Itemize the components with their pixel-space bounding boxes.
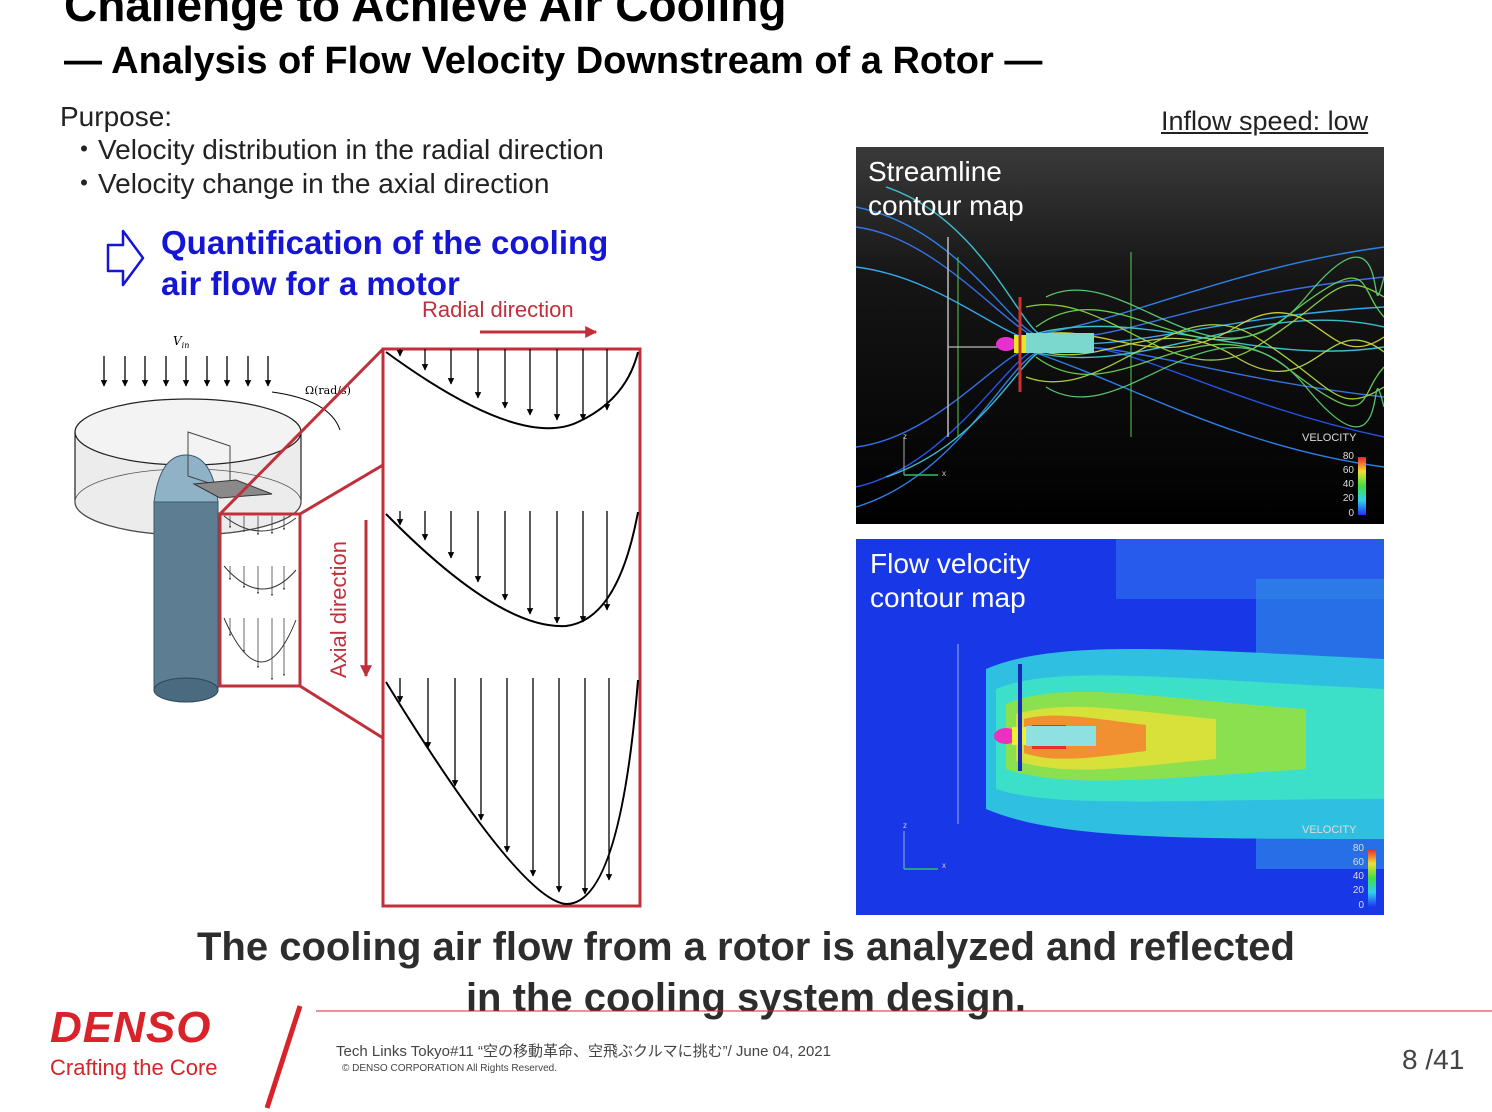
label-line-2: contour map <box>868 190 1024 222</box>
legend-tick: 60 <box>1352 857 1364 868</box>
bullet-marker: ・ <box>70 134 99 165</box>
rotation-arrow <box>271 391 341 431</box>
inflow-arrows <box>100 356 272 387</box>
label-line-1: Flow velocity <box>870 548 1031 579</box>
zoom-connector-lines <box>218 347 385 740</box>
legend-tick: 40 <box>1342 479 1354 490</box>
streamline-image <box>856 186 1384 508</box>
velocity-legend-title: VELOCITY <box>1302 824 1357 836</box>
purpose-bullet-radial: ・Velocity distribution in the radial dir… <box>70 133 604 167</box>
axis-z-label: z <box>903 821 907 830</box>
flow-velocity-contour-panel: Flow velocity contour map z x VELOCITY 8… <box>856 539 1384 915</box>
label-line-1: Streamline <box>868 156 1002 187</box>
flow-velocity-image <box>856 539 1384 915</box>
bullet-text: Velocity distribution in the radial dire… <box>98 134 604 165</box>
velocity-legend-title: VELOCITY <box>1302 432 1357 444</box>
purpose-label: Purpose: <box>60 101 173 132</box>
legend-tick: 60 <box>1342 465 1354 476</box>
legend-tick: 0 <box>1358 900 1364 911</box>
radial-direction-label: Radial direction <box>422 297 574 322</box>
slide-title: Challenge to Achieve Air Cooling <box>64 0 787 31</box>
axis-z-label: z <box>903 432 907 441</box>
right-arrow-icon <box>106 229 145 287</box>
streamline-contour-panel: Streamline contour map z x VELOCITY 80 6… <box>856 147 1384 524</box>
bullet-text: Velocity change in the axial direction <box>98 168 550 199</box>
legend-tick: 80 <box>1352 843 1364 854</box>
vin-label: Vin <box>173 334 189 350</box>
footer-decoration <box>264 1005 1492 1109</box>
legend-tick: 0 <box>1348 508 1354 519</box>
label-line-2: contour map <box>870 582 1026 614</box>
inflow-speed-note: Inflow speed: low <box>1161 106 1369 136</box>
profile-sample-box <box>218 512 302 688</box>
legend-tick: 20 <box>1342 493 1354 504</box>
rotor-diagram: Vin Ω(rad/s) <box>74 297 642 908</box>
velocity-colorbar <box>1368 849 1376 907</box>
result-text: Quantification of the cooling air flow f… <box>161 222 608 305</box>
conclusion-line-2: in the cooling system design. <box>465 975 1027 1020</box>
velocity-colorbar <box>1358 457 1366 515</box>
axis-x-label: x <box>942 861 946 870</box>
bullet-marker: ・ <box>70 168 99 199</box>
streamline-panel-label: Streamline contour map <box>868 155 1024 223</box>
velocity-profile-curves <box>385 351 639 906</box>
axial-direction-label: Axial direction <box>326 541 351 678</box>
flow-velocity-panel-label: Flow velocity contour map <box>870 547 1030 615</box>
result-line-1: Quantification of the cooling <box>161 224 609 261</box>
velocity-profile-arrows <box>396 349 613 895</box>
event-info: Tech Links Tokyo#11 “空の移動革命、空飛ぶクルマに挑む”/ … <box>336 1043 831 1060</box>
purpose-bullet-axial: ・Velocity change in the axial direction <box>70 167 549 201</box>
denso-logo: DENSO <box>50 1003 212 1052</box>
motor-body <box>153 431 273 703</box>
page-number: 8 /41 <box>1402 1044 1465 1075</box>
legend-tick: 20 <box>1352 885 1364 896</box>
conclusion-line-1: The cooling air flow from a rotor is ana… <box>197 925 1295 969</box>
legend-tick: 40 <box>1352 871 1364 882</box>
slide-subtitle: — Analysis of Flow Velocity Downstream o… <box>64 40 1043 82</box>
velocity-profile-box <box>381 347 642 908</box>
result-line-2: air flow for a motor <box>161 265 460 303</box>
copyright: © DENSO CORPORATION All Rights Reserved. <box>342 1063 558 1074</box>
axis-x-label: x <box>942 469 946 478</box>
brand-tagline: Crafting the Core <box>50 1055 218 1080</box>
conclusion-text: The cooling air flow from a rotor is ana… <box>0 922 1492 1024</box>
legend-tick: 80 <box>1342 451 1354 462</box>
